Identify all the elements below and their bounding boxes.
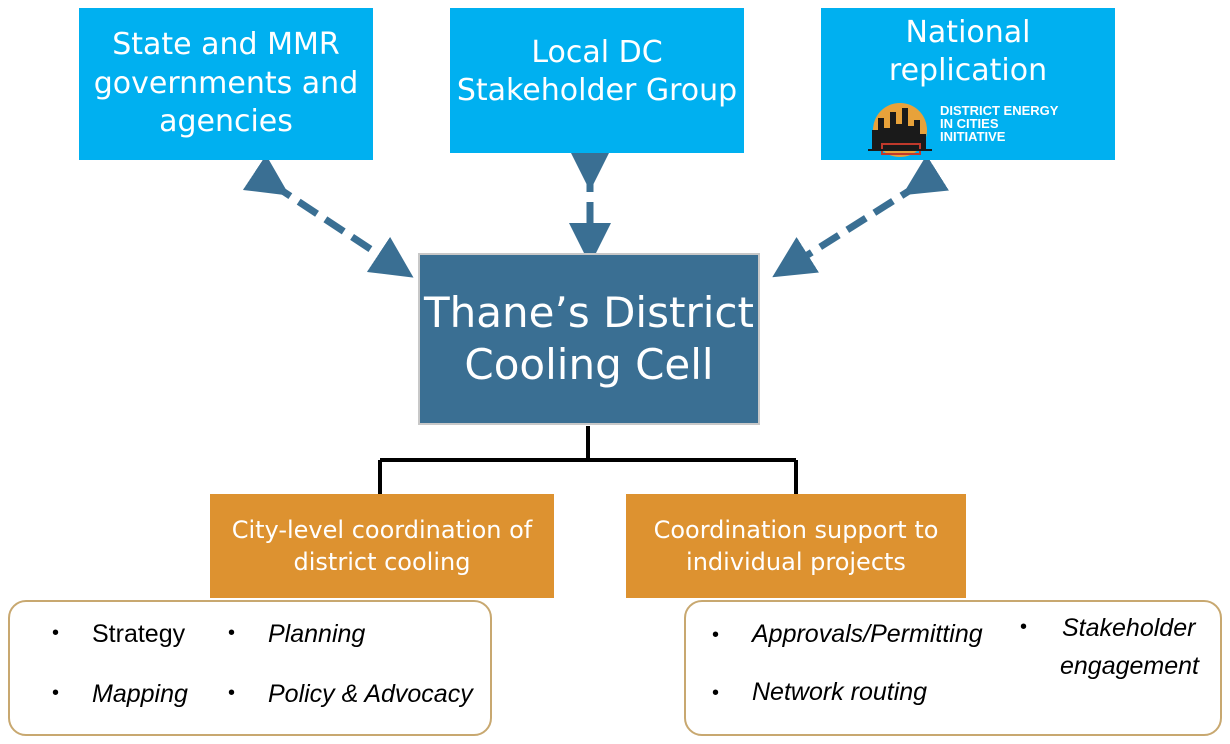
box-national-line-1: National: [905, 15, 1031, 50]
coordination-line-1: Coordination support to: [653, 515, 939, 544]
box-national-line-2: replication: [888, 53, 1048, 89]
coordination-line-2: individual projects: [686, 548, 906, 576]
box-district-cooling-cell: Thane’s District Cooling Cell: [418, 253, 760, 425]
bullet-policy: •: [228, 682, 236, 704]
item-mapping: Mapping: [92, 680, 188, 708]
bullet-planning: •: [228, 622, 236, 644]
item-planning: Planning: [268, 620, 366, 648]
box-coordination-support: Coordination support to individual proje…: [626, 494, 966, 598]
box-national-replication: National replication: [821, 8, 1115, 160]
box-state-line-2: governments and: [93, 65, 359, 101]
logo-line-1: DISTRICT ENERGY: [940, 103, 1059, 118]
item-strategy: Strategy: [92, 620, 186, 648]
center-line-2: Cooling Cell: [464, 340, 714, 389]
bullet-mapping: •: [52, 682, 60, 704]
bullet-stakeholder: •: [1020, 616, 1028, 638]
item-approvals-permitting: Approvals/Permitting: [752, 620, 983, 648]
city-level-line-1: City-level coordination of: [231, 515, 533, 544]
box-state-line-1: State and MMR: [112, 27, 340, 63]
left-activities-box: • Strategy • Planning • Mapping • Policy…: [8, 600, 492, 736]
hierarchy-connector: [378, 426, 798, 494]
arrow-right-dashed: [772, 155, 949, 278]
city-skyline-icon: [868, 103, 932, 157]
bullet-strategy: •: [52, 622, 60, 644]
box-local-line-2: Stakeholder Group: [456, 73, 738, 109]
item-network-routing: Network routing: [752, 678, 928, 706]
item-engagement: engagement: [1060, 652, 1200, 680]
box-local-dc: Local DC Stakeholder Group: [450, 8, 744, 153]
city-level-line-2: district cooling: [293, 548, 471, 576]
logo-line-3: INITIATIVE: [940, 129, 1006, 144]
box-city-level-coordination: City-level coordination of district cool…: [210, 494, 554, 598]
box-state-line-3: agencies: [159, 104, 293, 140]
item-policy-advocacy: Policy & Advocacy: [268, 680, 473, 708]
box-local-line-1: Local DC: [531, 35, 663, 70]
center-line-1: Thane’s District: [424, 287, 754, 337]
bullet-approvals: •: [712, 624, 720, 646]
district-energy-logo: DISTRICT ENERGY IN CITIES INITIATIVE: [858, 100, 1088, 158]
bullet-network-routing: •: [712, 682, 720, 704]
item-stakeholder: Stakeholder: [1062, 614, 1196, 642]
right-activities-box: • Approvals/Permitting • Stakeholder eng…: [684, 600, 1222, 736]
arrow-left-dashed: [242, 154, 414, 278]
logo-line-2: IN CITIES: [940, 116, 999, 131]
box-state-mmr: State and MMR governments and agencies: [79, 8, 373, 160]
